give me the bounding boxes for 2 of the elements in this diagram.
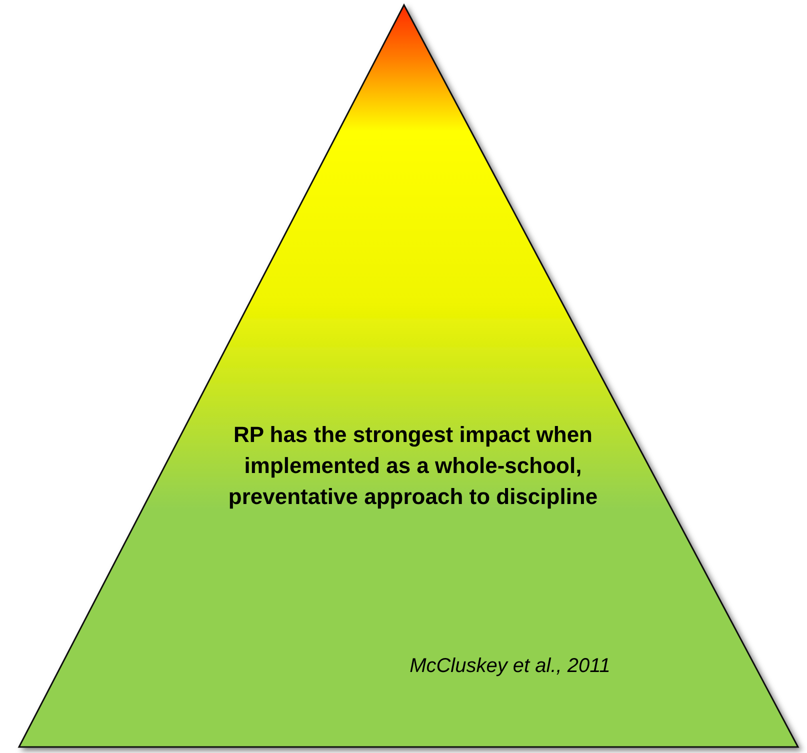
statement-text: RP has the strongest impact when implemented as a whole-school, preventative approach to discipline: [227, 421, 599, 511]
citation-text: McCluskey et al., 2011: [408, 654, 612, 679]
